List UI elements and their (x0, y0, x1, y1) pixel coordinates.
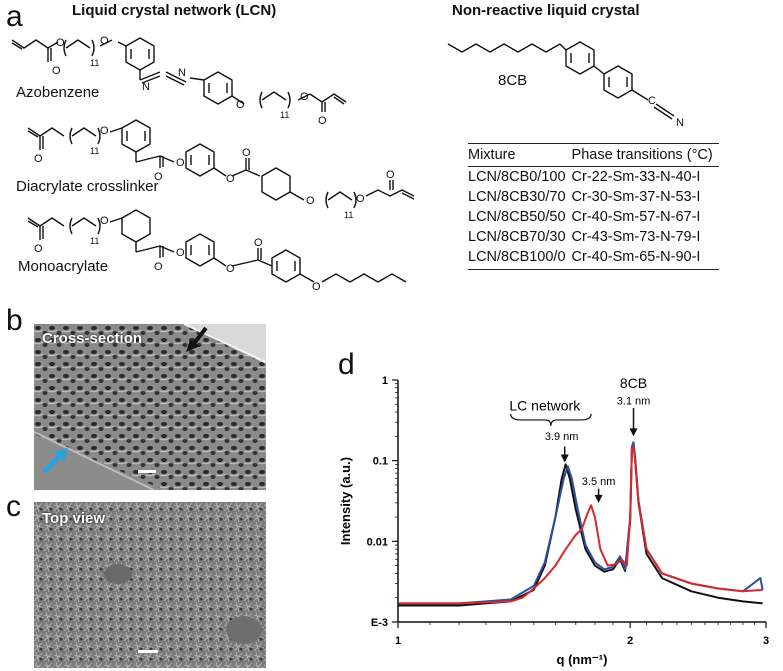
y-tick-label: 0.01 (367, 536, 388, 548)
saxs-chart: 1 2 3 1 0.1 0.01E-3 LC network 8CB 3.1 nm 3.9… (338, 375, 769, 667)
lc-network-brace (510, 413, 592, 426)
atom-o: O (100, 215, 109, 227)
table-row: LCN/8CB30/70 Cr-30-Sm-37-N-53-I (468, 187, 719, 207)
atom-n: N (142, 81, 150, 93)
top-view-label: Top view (42, 510, 106, 527)
atom-o: O (300, 91, 309, 103)
atom-o: O (34, 243, 43, 255)
atom-o: O (226, 263, 235, 275)
atom-n: N (676, 117, 684, 129)
atom-o: O (100, 125, 109, 137)
atom-o: O (154, 261, 163, 273)
atom-o: O (236, 99, 245, 111)
table-cell: Cr-40-Sm-57-N-67-I (571, 209, 701, 225)
atom-o: O (312, 281, 321, 293)
arrow-3-5-nm-head (594, 494, 603, 503)
atom-o: O (306, 195, 315, 207)
atom-o: O (242, 147, 251, 159)
table-header-mixture: Mixture (468, 143, 572, 167)
table-cell: Cr-22-Sm-33-N-40-I (571, 169, 701, 185)
arrow-3-9-nm-head (560, 454, 569, 463)
black-arrow-icon (186, 326, 208, 352)
table-header-phase: Phase transitions (°C) (571, 143, 719, 167)
subscript-11: 11 (90, 236, 99, 246)
annotation-lc-network: LC network (509, 397, 581, 413)
table-row: LCN/8CB70/30 Cr-43-Sm-73-N-79-I (468, 227, 719, 247)
y-tick-label: 1 (382, 375, 388, 387)
atom-o: O (34, 153, 43, 165)
atom-n: N (178, 67, 186, 79)
table-cell: Cr-30-Sm-37-N-53-I (571, 189, 701, 205)
table-cell: LCN/8CB0/100 (468, 169, 566, 185)
panel-label-b: b (6, 304, 23, 337)
annotation-3-5-nm: 3.5 nm (582, 476, 616, 488)
table-cell: Cr-40-Sm-65-N-90-I (571, 247, 719, 270)
phase-transition-table: Mixture Phase transitions (°C) LCN/8CB0/… (468, 143, 719, 270)
diacrylate-label: Diacrylate crosslinker (16, 178, 159, 195)
cross-section-label: Cross-section (42, 330, 143, 347)
x-tick-label: 2 (627, 635, 633, 647)
series-line-1 (398, 441, 764, 605)
subscript-11: 11 (90, 58, 99, 68)
table-row: LCN/8CB50/50 Cr-40-Sm-57-N-67-I (468, 207, 719, 227)
chemical-structures: O O O 11 N N O O O 11 O O 11 O O O O O O… (11, 35, 684, 293)
table-cell: LCN/8CB50/50 (468, 209, 566, 225)
monoacrylate-structure (27, 209, 407, 283)
scale-bar (138, 650, 158, 653)
azobenzene-label: Azobenzene (16, 84, 100, 101)
nonreactive-title: Non-reactive liquid crystal (452, 2, 640, 19)
table-row: LCN/8CB0/100 Cr-22-Sm-33-N-40-I (468, 167, 719, 188)
panel-label-d: d (338, 348, 355, 381)
subscript-11: 11 (344, 210, 353, 220)
atom-o: O (318, 115, 327, 127)
x-tick-label: 1 (395, 635, 401, 647)
panel-label-c: c (6, 490, 21, 523)
monoacrylate-label: Monoacrylate (18, 258, 109, 275)
y-tick-label: 0.1 (373, 456, 388, 468)
atom-o: O (52, 65, 61, 77)
azobenzene-structure (11, 37, 347, 112)
atom-o: O (56, 37, 65, 49)
panel-label-a: a (6, 0, 23, 33)
atom-o: O (226, 173, 235, 185)
annotation-8cb: 8CB (620, 375, 647, 391)
sem-cross-section-image: Cross-section (34, 324, 266, 490)
atom-o: O (254, 237, 263, 249)
table-header-row: Mixture Phase transitions (°C) (468, 143, 719, 167)
table-cell: Cr-43-Sm-73-N-79-I (571, 229, 701, 245)
annotation-3-1-nm: 3.1 nm (617, 395, 651, 407)
diacrylate-structure (27, 119, 415, 209)
lcn-title: Liquid crystal network (LCN) (72, 2, 277, 19)
arrow-3-1-nm-head (629, 428, 638, 437)
atom-o: O (154, 171, 163, 183)
y-tick-label: E-3 (371, 617, 388, 629)
atom-o: O (100, 35, 109, 47)
atom-o: O (386, 169, 395, 181)
atom-o: O (356, 193, 365, 205)
series-line-2 (398, 445, 763, 605)
table-cell: LCN/8CB70/30 (468, 229, 566, 245)
table-cell: LCN/8CB30/70 (468, 189, 566, 205)
annotation-3-9-nm: 3.9 nm (545, 431, 579, 443)
atom-o: O (176, 157, 185, 169)
atom-o: O (176, 247, 185, 259)
y-axis-label: Intensity (a.u.) (338, 457, 353, 545)
8cb-label: 8CB (498, 72, 528, 89)
subscript-11: 11 (280, 110, 289, 120)
table-cell: LCN/8CB100/0 (468, 247, 572, 270)
subscript-11: 11 (90, 146, 99, 156)
x-tick-label: 3 (763, 635, 769, 647)
8cb-structure (447, 41, 675, 120)
sem-top-view-image: Top view (34, 502, 266, 668)
x-axis-label: q (nm⁻¹) (557, 652, 608, 667)
scale-bar (138, 470, 156, 473)
blue-arrow-icon (42, 448, 68, 474)
atom-c: C (648, 95, 656, 107)
